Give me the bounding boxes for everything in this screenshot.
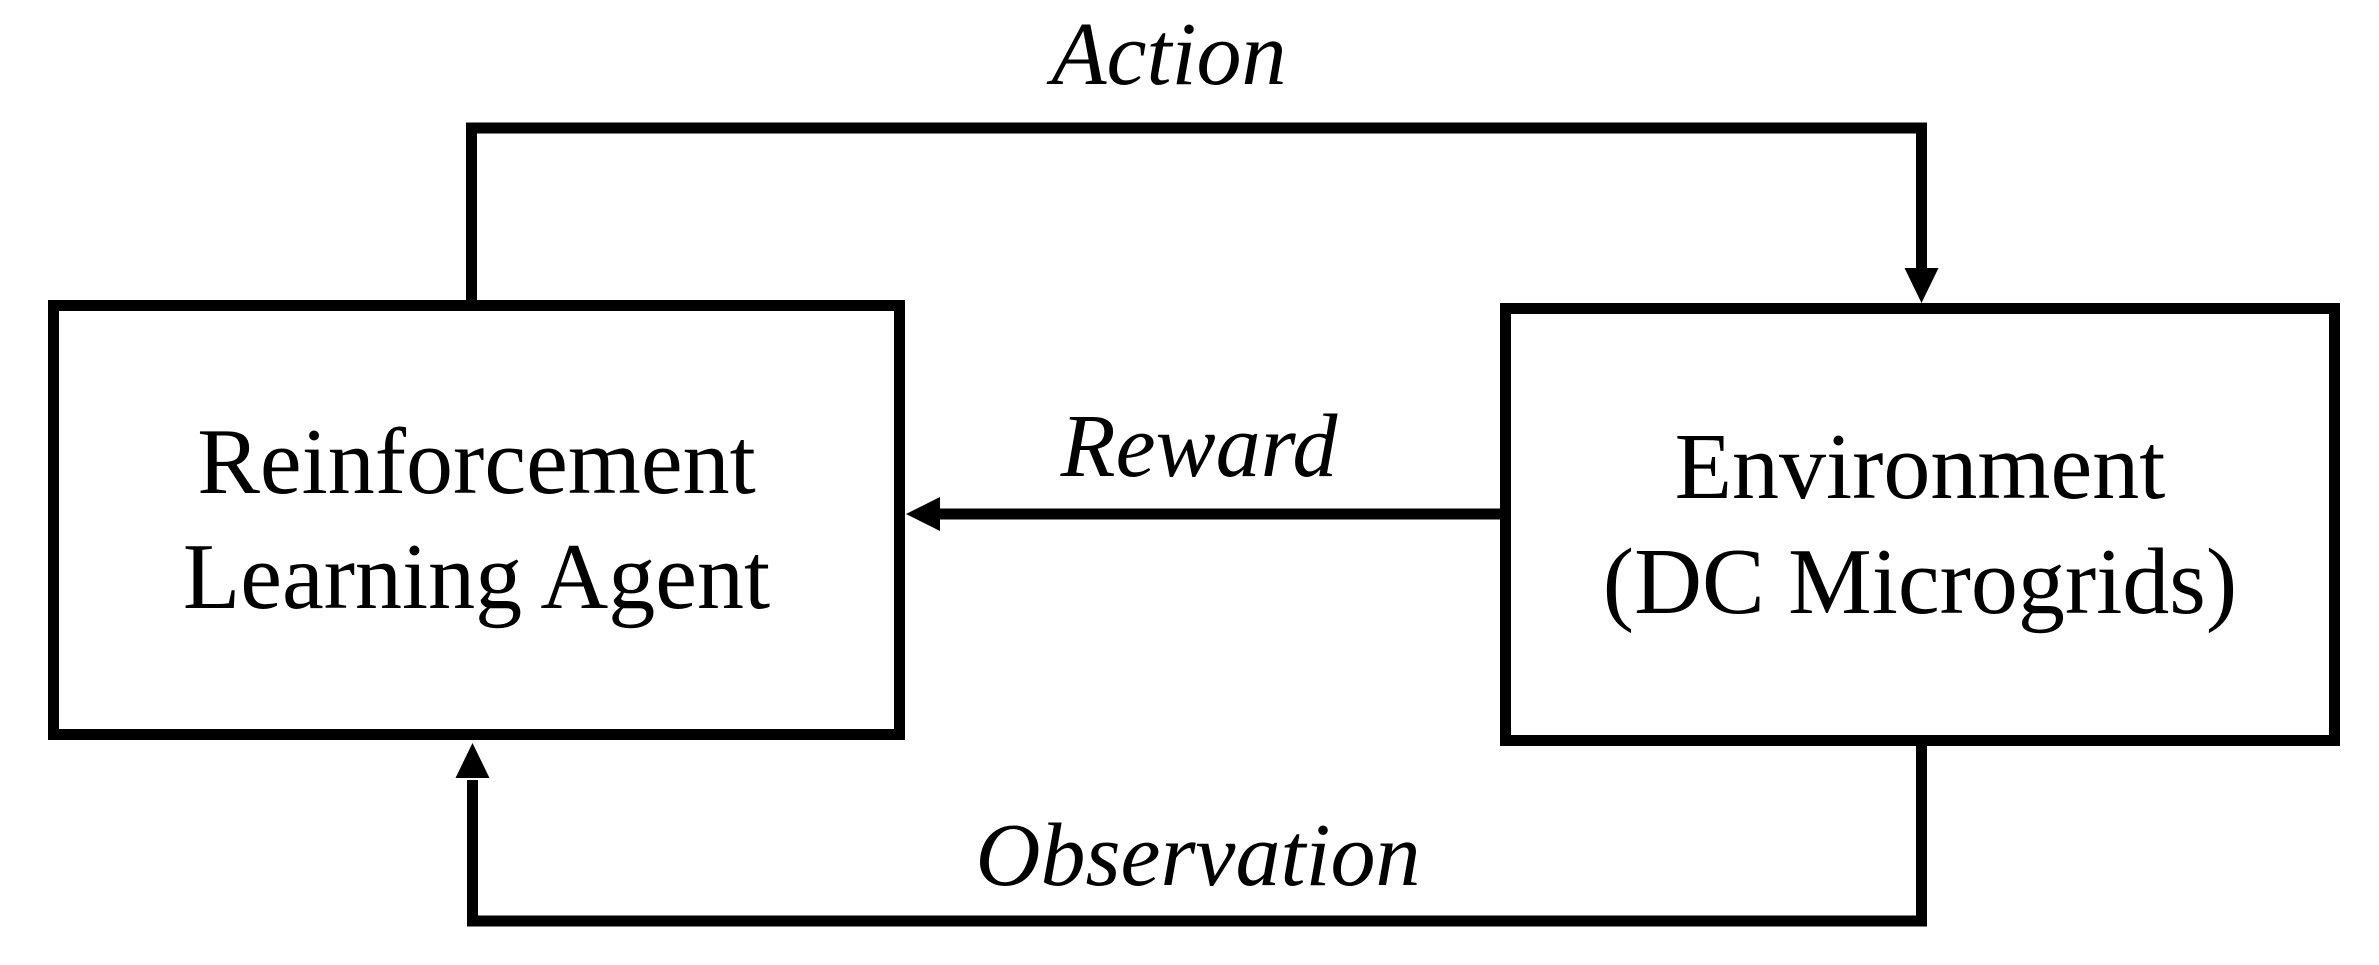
agent-label-line2: Learning Agent: [182, 525, 771, 629]
reward-arrowhead-left-icon: [906, 497, 940, 531]
edge-label-reward: Reward: [1060, 397, 1338, 496]
environment-label-line2: (DC Microgrids): [1602, 529, 2238, 634]
observation-arrowhead-up-icon: [455, 743, 490, 778]
reward-arrow: [906, 497, 1506, 531]
action-arrow: [466, 122, 1939, 306]
edge-label-action: Action: [1051, 5, 1287, 104]
node-environment-dc-microgrids: Environment (DC Microgrids): [1500, 303, 2340, 746]
edge-label-observation: Observation: [975, 806, 1421, 905]
action-arrow-line: [466, 122, 1927, 306]
node-reinforcement-learning-agent: Reinforcement Learning Agent: [48, 300, 905, 740]
observation-arrow: [455, 742, 1927, 927]
observation-arrow-line: [467, 742, 1927, 927]
environment-label-line1: Environment: [1674, 414, 2166, 519]
agent-label-line1: Reinforcement: [197, 410, 756, 515]
action-arrowhead-down-icon: [1904, 268, 1939, 303]
